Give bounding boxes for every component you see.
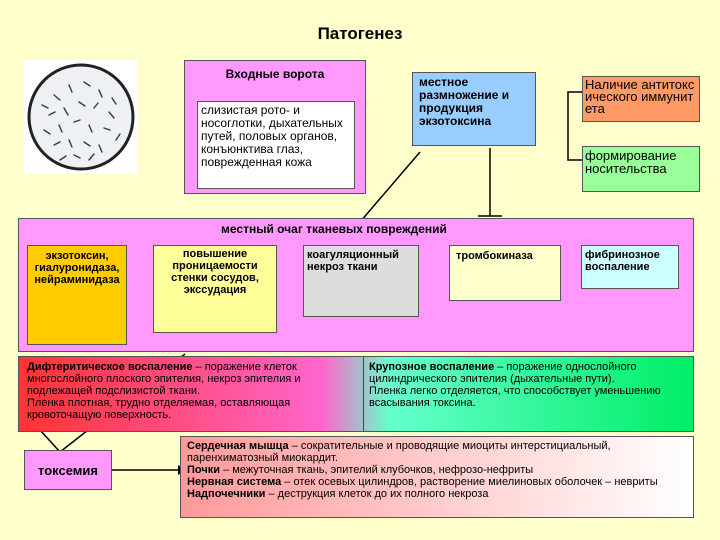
lesion-focus-heading: местный очаг тканевых повреждений xyxy=(221,222,447,236)
local-reproduction-box: местное размножение и продукция экзотокс… xyxy=(412,72,536,146)
toxemia-box: токсемия xyxy=(24,450,112,490)
diphtheritic-term: Дифтеритическое воспаление xyxy=(27,361,193,373)
organ-kidneys: Почки – межуточная ткань, эпителий клубо… xyxy=(187,464,534,476)
diphtheritic-definition: – поражение клеток многослойного плоског… xyxy=(27,361,301,397)
lesion-focus-box: местный очаг тканевых повреждений экзото… xyxy=(18,218,694,352)
lesion-item-fibrinous: фибринозное воспаление xyxy=(581,245,679,289)
bacteria-image xyxy=(24,60,138,174)
organs-box: Сердечная мышца – сократительные и прово… xyxy=(180,436,694,518)
croupous-definition: – поражение однослойного цилиндрического… xyxy=(369,361,637,385)
lesion-item-necrosis: коагуляционный некроз ткани xyxy=(303,245,419,317)
page-title: Патогенез xyxy=(317,24,403,43)
antitoxic-immunity-box: Наличие антитоксического иммунитета xyxy=(582,76,700,122)
croupous-term: Крупозное воспаление xyxy=(369,361,495,373)
connector-line xyxy=(567,91,586,161)
lesion-item-exotoxin: экзотоксин, гиалуронидаза, нейраминидаза xyxy=(27,245,127,345)
organ-heart: Сердечная мышца – сократительные и прово… xyxy=(187,440,611,464)
carriage-box: формирование носительства xyxy=(582,146,700,192)
bacteria-microscope-icon xyxy=(27,63,135,171)
lesion-item-thrombokinase: тромбокиназа xyxy=(449,245,561,301)
entry-gate-text: слизистая рото- и носоглотки, дыхательны… xyxy=(197,101,355,189)
entry-gate-heading: Входные ворота xyxy=(225,67,325,81)
croupous-section: Крупозное воспаление – поражение односло… xyxy=(369,361,689,409)
connector-line xyxy=(39,429,61,453)
connector-line xyxy=(359,151,421,223)
inflammation-box: Дифтеритическое воспаление – поражение к… xyxy=(18,356,694,432)
diphtheritic-section: Дифтеритическое воспаление – поражение к… xyxy=(27,361,359,421)
diphtheritic-note: Пленка плотная, трудно отделяемая, остав… xyxy=(27,397,291,421)
entry-gate-box: Входные ворота слизистая рото- и носогло… xyxy=(184,60,366,194)
lesion-item-permeability: повышение проницаемости стенки сосудов, … xyxy=(153,245,277,333)
organ-adrenals: Надпочечники – деструкция клеток до их п… xyxy=(187,488,489,500)
organ-nervous-system: Нервная система – отек осевых цилиндров,… xyxy=(187,476,658,488)
inflammation-divider xyxy=(363,357,364,431)
croupous-note: Пленка легко отделяется, что способствуе… xyxy=(369,385,661,409)
